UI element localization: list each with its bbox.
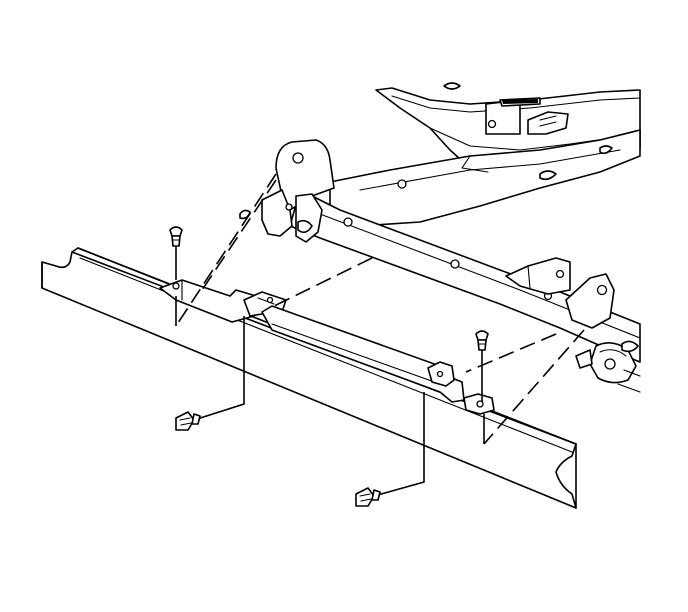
frame-edge-detail bbox=[617, 369, 641, 393]
frame-horn-bracket bbox=[239, 139, 335, 243]
assembly-guide-lines bbox=[175, 173, 585, 445]
push-pin-retainer-right bbox=[475, 330, 489, 402]
bolt-front-left bbox=[175, 316, 245, 431]
vehicle-frame bbox=[239, 82, 641, 393]
front-crossmember bbox=[289, 189, 641, 363]
push-pin-retainer-left bbox=[169, 226, 183, 280]
right-frame-mount bbox=[565, 273, 639, 384]
bolt-front-right bbox=[355, 392, 425, 507]
shield-rear-flange bbox=[261, 305, 465, 403]
